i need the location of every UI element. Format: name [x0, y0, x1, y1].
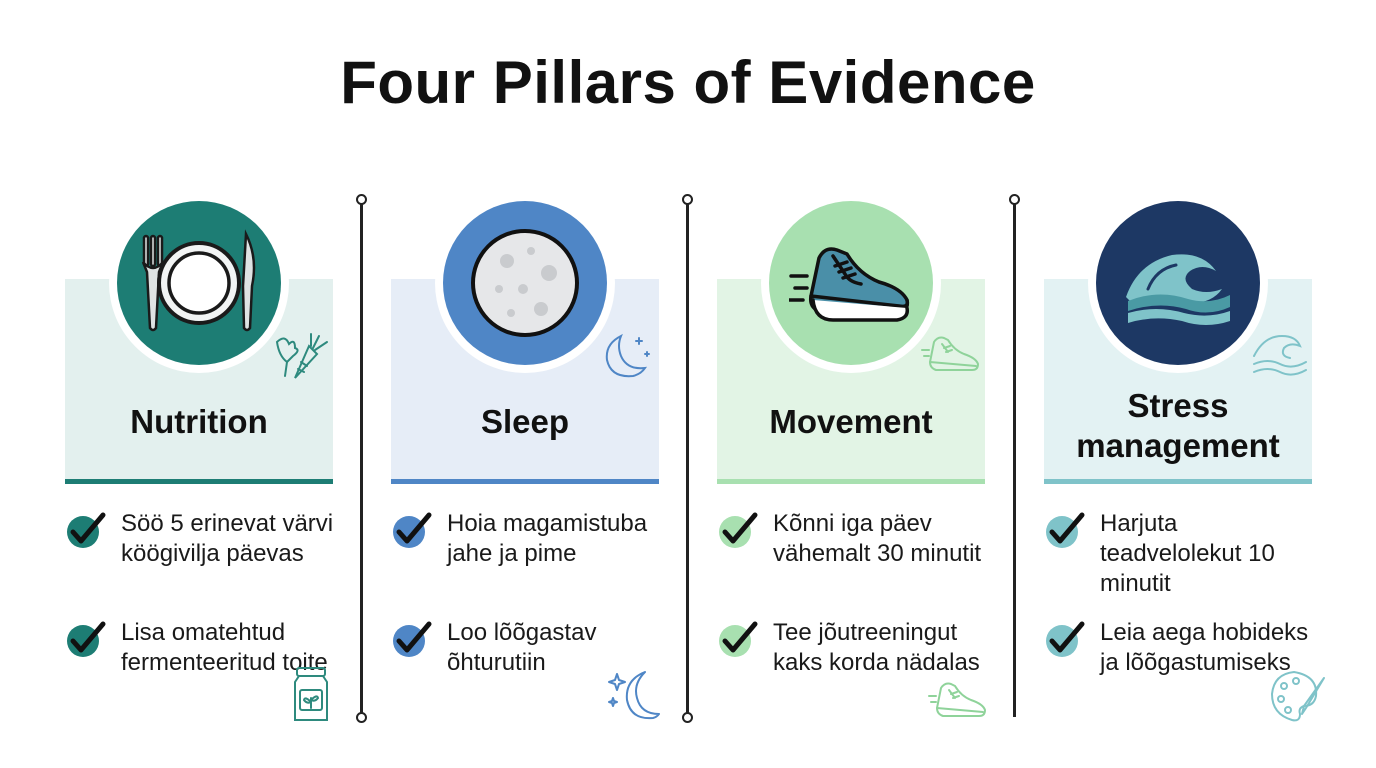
column-divider [682, 194, 693, 723]
column-divider [1009, 194, 1020, 717]
column-divider [356, 194, 367, 723]
checkmark-icon [393, 621, 432, 657]
crescent-moon-icon [605, 333, 650, 378]
checkmark-icon [1046, 621, 1085, 657]
vegetables-icon [275, 333, 328, 379]
panel-accent-bar [65, 479, 333, 484]
panel-accent-bar [391, 479, 659, 484]
pillar-sleep: Sleep Hoia magamistuba jahe ja pime Loo … [391, 0, 660, 768]
checkmark-icon [393, 512, 432, 548]
checkmark-icon [1046, 512, 1085, 548]
palette-brush-icon [1271, 671, 1325, 722]
page-title: Four Pillars of Evidence [340, 49, 1036, 116]
running-shoe-icon [789, 247, 910, 322]
pillar-stress-management: Stress management Harjuta teadvelolekut … [1044, 0, 1325, 768]
panel-accent-bar [1044, 479, 1312, 484]
icon-circle [443, 201, 607, 365]
pillar-movement: Movement Kõnni iga päev vähemalt 30 minu… [717, 0, 986, 768]
checkmark-icon [719, 512, 758, 548]
checkmark-icon [67, 621, 106, 657]
icon-circle [769, 201, 933, 365]
moon-stars-icon [608, 671, 660, 720]
icon-circle [117, 201, 281, 365]
running-shoe-outline-icon [921, 336, 979, 371]
pillar-title: Movement [769, 403, 933, 440]
wave-icon [1126, 254, 1230, 325]
panel-accent-bar [717, 479, 985, 484]
jar-icon [294, 667, 328, 721]
icon-circle [1096, 201, 1260, 365]
checkmark-icon [719, 621, 758, 657]
running-shoe-outline-icon [928, 682, 986, 717]
checkmark-icon [67, 512, 106, 548]
pillar-title: Stress management [1076, 387, 1280, 464]
pillar-nutrition: Nutrition Söö 5 erinevat värvi köögivilj… [65, 0, 333, 768]
plate-fork-knife-icon [141, 229, 256, 332]
moon-icon [471, 229, 579, 337]
pillar-title: Sleep [480, 403, 570, 440]
pillar-title: Nutrition [130, 403, 268, 440]
wave-outline-icon [1253, 334, 1307, 376]
